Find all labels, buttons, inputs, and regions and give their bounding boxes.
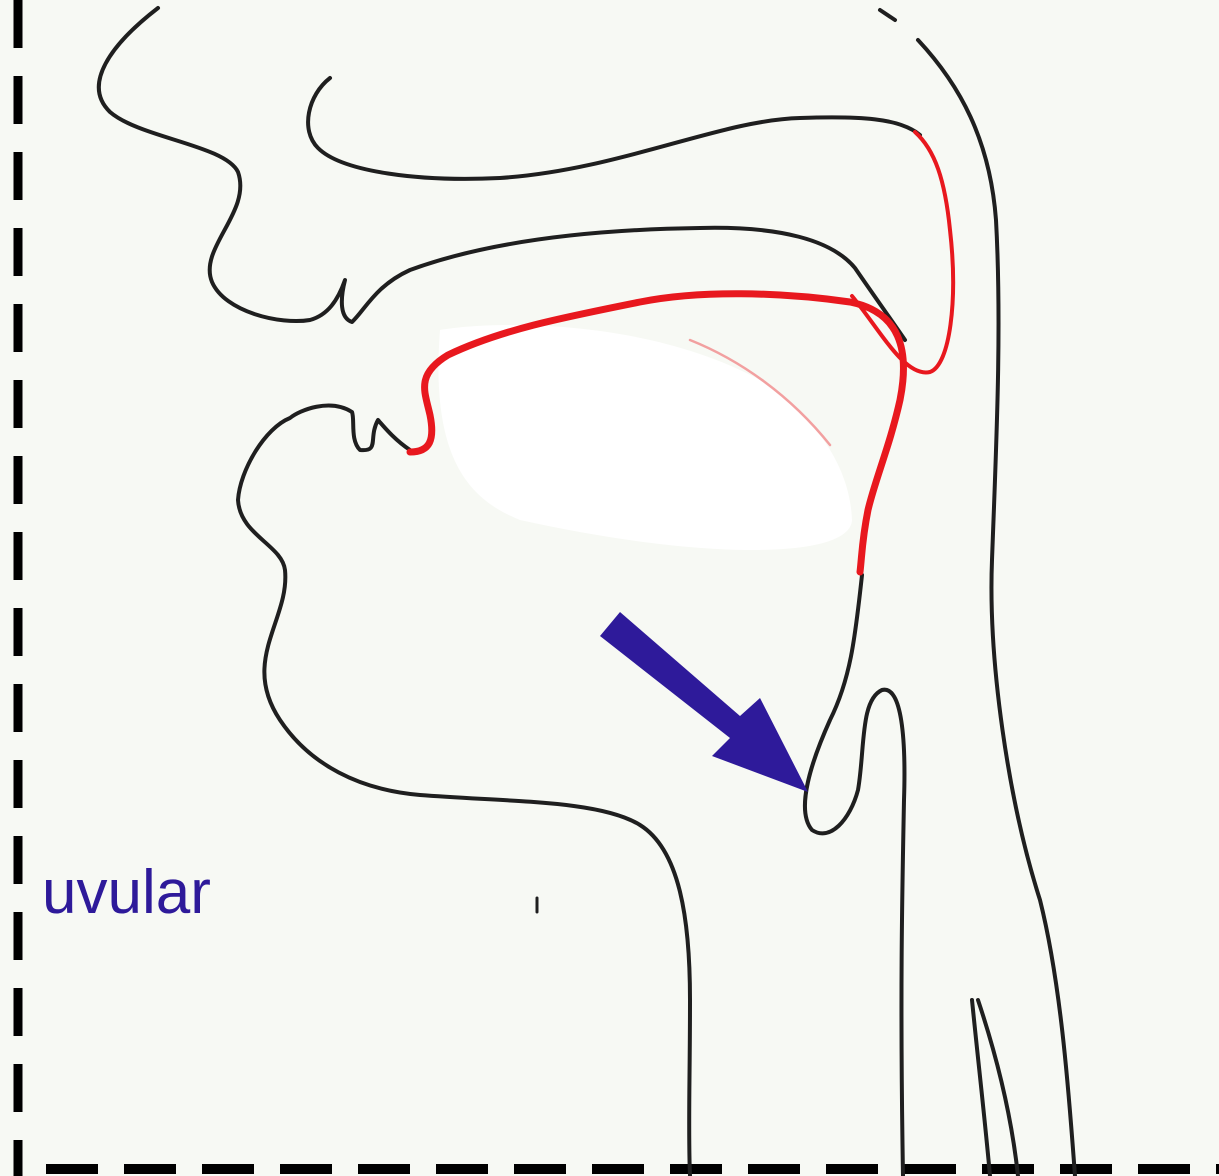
arrow-down-right-icon [600, 612, 808, 792]
throat-line-right [978, 1000, 1018, 1176]
nose-upper-lip-outline [99, 8, 905, 340]
pharynx-back-wall [918, 40, 1075, 1176]
top-mark [880, 10, 895, 20]
tongue-root-outline [805, 575, 904, 1176]
mouth-interior-mask [438, 325, 852, 550]
articulation-label: uvular [42, 862, 211, 924]
nasal-cavity-outline [308, 78, 920, 179]
